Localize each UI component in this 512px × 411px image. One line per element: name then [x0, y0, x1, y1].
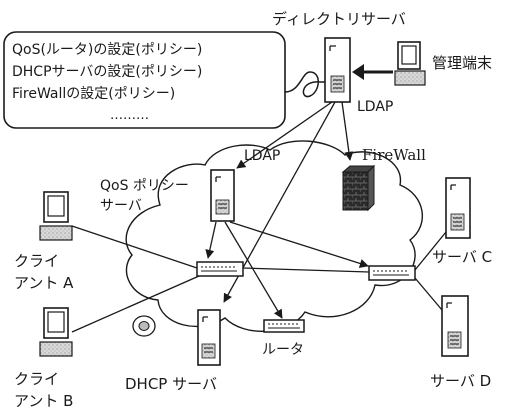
router-link [242, 267, 370, 273]
callout-line: FireWallの設定(ポリシー) [12, 86, 175, 102]
callout-connector [284, 71, 330, 98]
dhcp-server-icon [197, 309, 221, 366]
server-d-icon [441, 295, 469, 357]
ldap-label-top: LDAP [357, 99, 393, 115]
client-b-link [71, 275, 200, 333]
server-d-label: サーバ D [430, 372, 491, 390]
client-a-icon [39, 191, 73, 241]
server-c-link [414, 231, 447, 271]
admin-to-directory-arrowhead [352, 64, 364, 80]
router-right-icon [368, 265, 416, 281]
server-c-icon [445, 177, 471, 239]
directory-server-icon [324, 37, 351, 103]
client-b-icon [39, 307, 73, 357]
loop-icon [132, 315, 156, 337]
admin-terminal-icon [394, 41, 426, 86]
client-b-label-line2: アント B [14, 392, 73, 410]
router-label: ルータ [262, 342, 304, 358]
callout-line: DHCPサーバの設定(ポリシー) [12, 64, 202, 80]
dhcp-server-label: DHCP サーバ [125, 375, 217, 393]
server-c-label: サーバ C [432, 248, 492, 266]
ldap-label-left: LDAP [244, 148, 280, 164]
policy-callout-box [3, 31, 286, 129]
qos-server-label-line1: QoS ポリシー [100, 178, 189, 194]
server-d-link [414, 277, 443, 311]
qos-to-router-bottom-arrow [224, 221, 283, 319]
qos-server-label-line2: サーバ [100, 198, 142, 214]
qos-to-router-right-arrow [229, 221, 369, 268]
admin-terminal-label: 管理端末 [432, 54, 492, 72]
callout-line: QoS(ルータ)の設定(ポリシー) [12, 42, 202, 58]
client-b-label-line1: クライ [14, 370, 59, 388]
client-a-label-line2: アント A [14, 274, 74, 292]
firewall-icon [341, 164, 376, 212]
qos-policy-server-icon [210, 169, 235, 222]
qos-to-router-left-arrow [205, 221, 217, 259]
client-a-link [71, 225, 198, 269]
router-left-icon [196, 261, 244, 277]
directory-to-qos-arrow [236, 101, 333, 169]
firewall-label: FireWall [362, 146, 426, 164]
directory-to-firewall-arrow [341, 101, 354, 161]
router-bottom-icon [263, 319, 305, 333]
callout-line: ……… [110, 108, 149, 123]
client-a-label-line1: クライ [14, 252, 59, 270]
directory-server-label: ディレクトリサーバ [272, 10, 406, 28]
